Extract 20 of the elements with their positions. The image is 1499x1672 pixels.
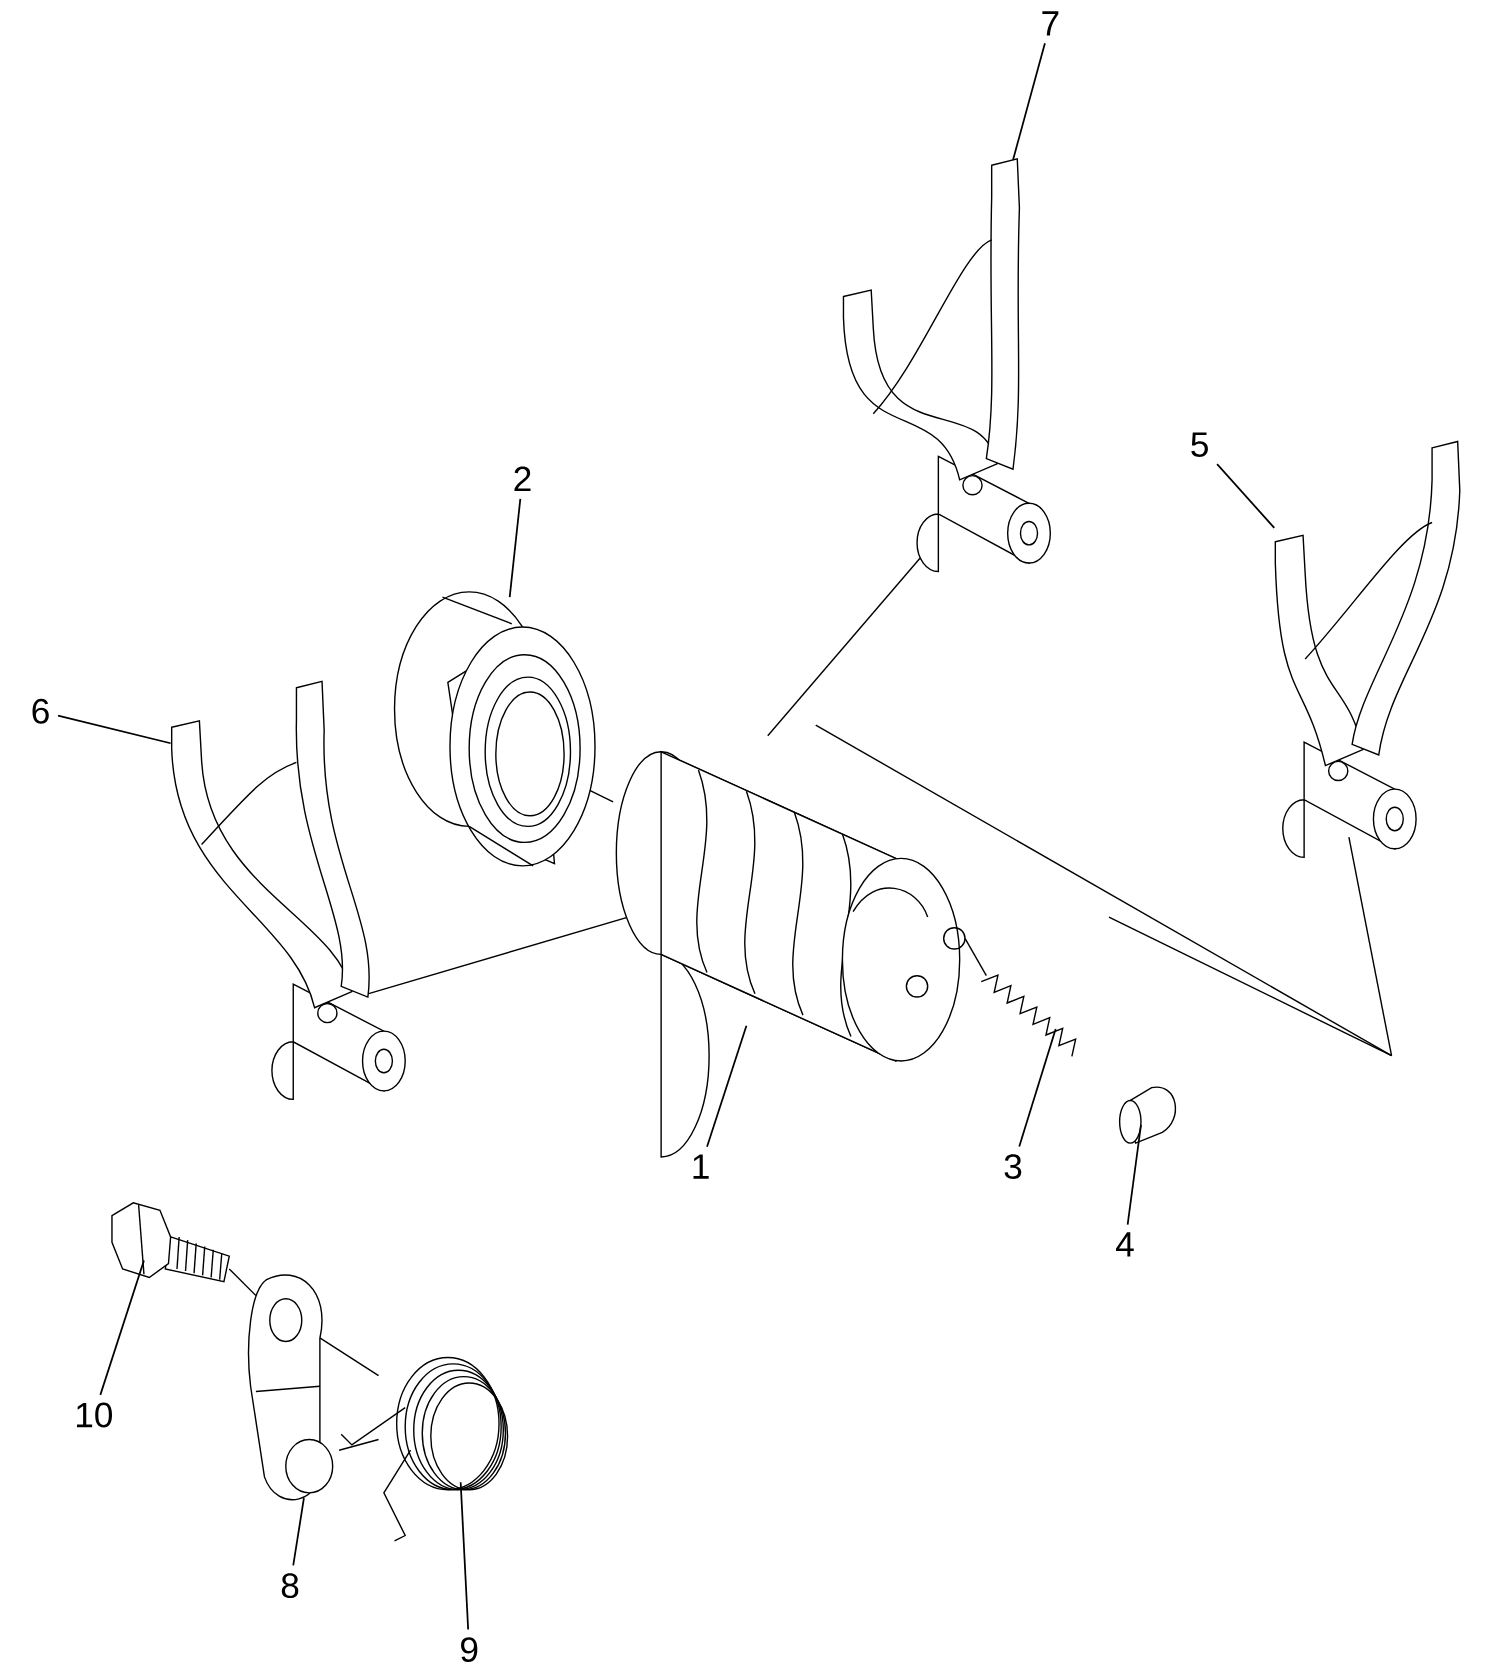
leader-line bbox=[1216, 463, 1276, 529]
callout-number: 1 bbox=[693, 1154, 709, 1179]
leader-line bbox=[1126, 1124, 1142, 1226]
leader-line bbox=[292, 1497, 305, 1567]
callout-number: 8 bbox=[281, 1573, 299, 1599]
leader-line bbox=[459, 1481, 469, 1631]
callout-number: 5 bbox=[1191, 432, 1208, 457]
leader-line bbox=[99, 1259, 145, 1396]
callout-number: 4 bbox=[1115, 1232, 1134, 1257]
leader-line bbox=[1012, 42, 1046, 161]
leader-line bbox=[57, 714, 172, 745]
leader-line bbox=[1018, 1028, 1057, 1148]
leader-line bbox=[508, 497, 522, 599]
callout-number: 7 bbox=[1042, 11, 1059, 36]
leader-line bbox=[706, 1024, 748, 1148]
callout-number: 10 bbox=[76, 1402, 112, 1428]
callout-number: 3 bbox=[1004, 1154, 1022, 1179]
callout-number: 2 bbox=[514, 466, 531, 492]
callout-number: 9 bbox=[460, 1637, 478, 1663]
callout-number: 6 bbox=[32, 698, 49, 724]
